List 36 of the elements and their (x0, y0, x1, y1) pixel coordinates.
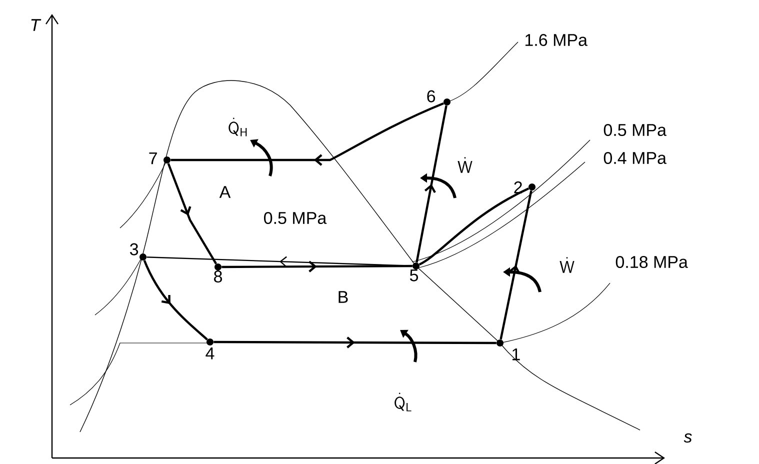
symbol-label: $\dot{\mathsf{Q}}_{\mathsf{L}}$ (394, 392, 412, 412)
process-line (170, 102, 444, 166)
axis-label: s (684, 433, 692, 443)
state-point: 3 (130, 243, 146, 260)
node-label: 7 (149, 152, 157, 164)
process-line (143, 260, 208, 340)
process-line (416, 105, 448, 263)
node-label: 1 (512, 348, 520, 360)
node-label: 6 (427, 90, 436, 102)
region-label: 0.4 MPa (604, 152, 666, 164)
process-line (146, 256, 412, 268)
state-point: 1 (496, 340, 520, 360)
region-label: 0.18 MPa (616, 256, 688, 268)
process-line (500, 190, 532, 340)
symbol-label: $\dot{\mathsf{W}}$ (560, 257, 574, 273)
state-point: 5 (410, 262, 420, 282)
state-point: 6 (427, 90, 450, 106)
region-label: 1.6 MPa (526, 34, 588, 46)
node-label: 4 (206, 348, 214, 360)
node-label: 3 (130, 243, 138, 256)
node-label: 8 (214, 270, 222, 283)
symbol-label: $\dot{\mathsf{W}}$ (458, 157, 472, 173)
process-line (214, 336, 496, 348)
region-label: A (219, 186, 231, 198)
region-label: B (338, 291, 348, 303)
state-point: 8 (214, 264, 222, 283)
symbol-label: $\dot{\mathsf{Q}}_{\mathsf{H}}$ (228, 118, 247, 136)
process-line (418, 188, 530, 266)
region-label: 0.5 MPa (264, 212, 327, 224)
axis-label: T (31, 19, 42, 31)
process-line (167, 163, 218, 264)
state-point: 4 (206, 338, 214, 360)
state-point: 7 (149, 152, 170, 164)
node-label: 5 (410, 270, 418, 282)
region-label: 0.5 MPa (604, 124, 666, 136)
process-line (222, 260, 412, 272)
